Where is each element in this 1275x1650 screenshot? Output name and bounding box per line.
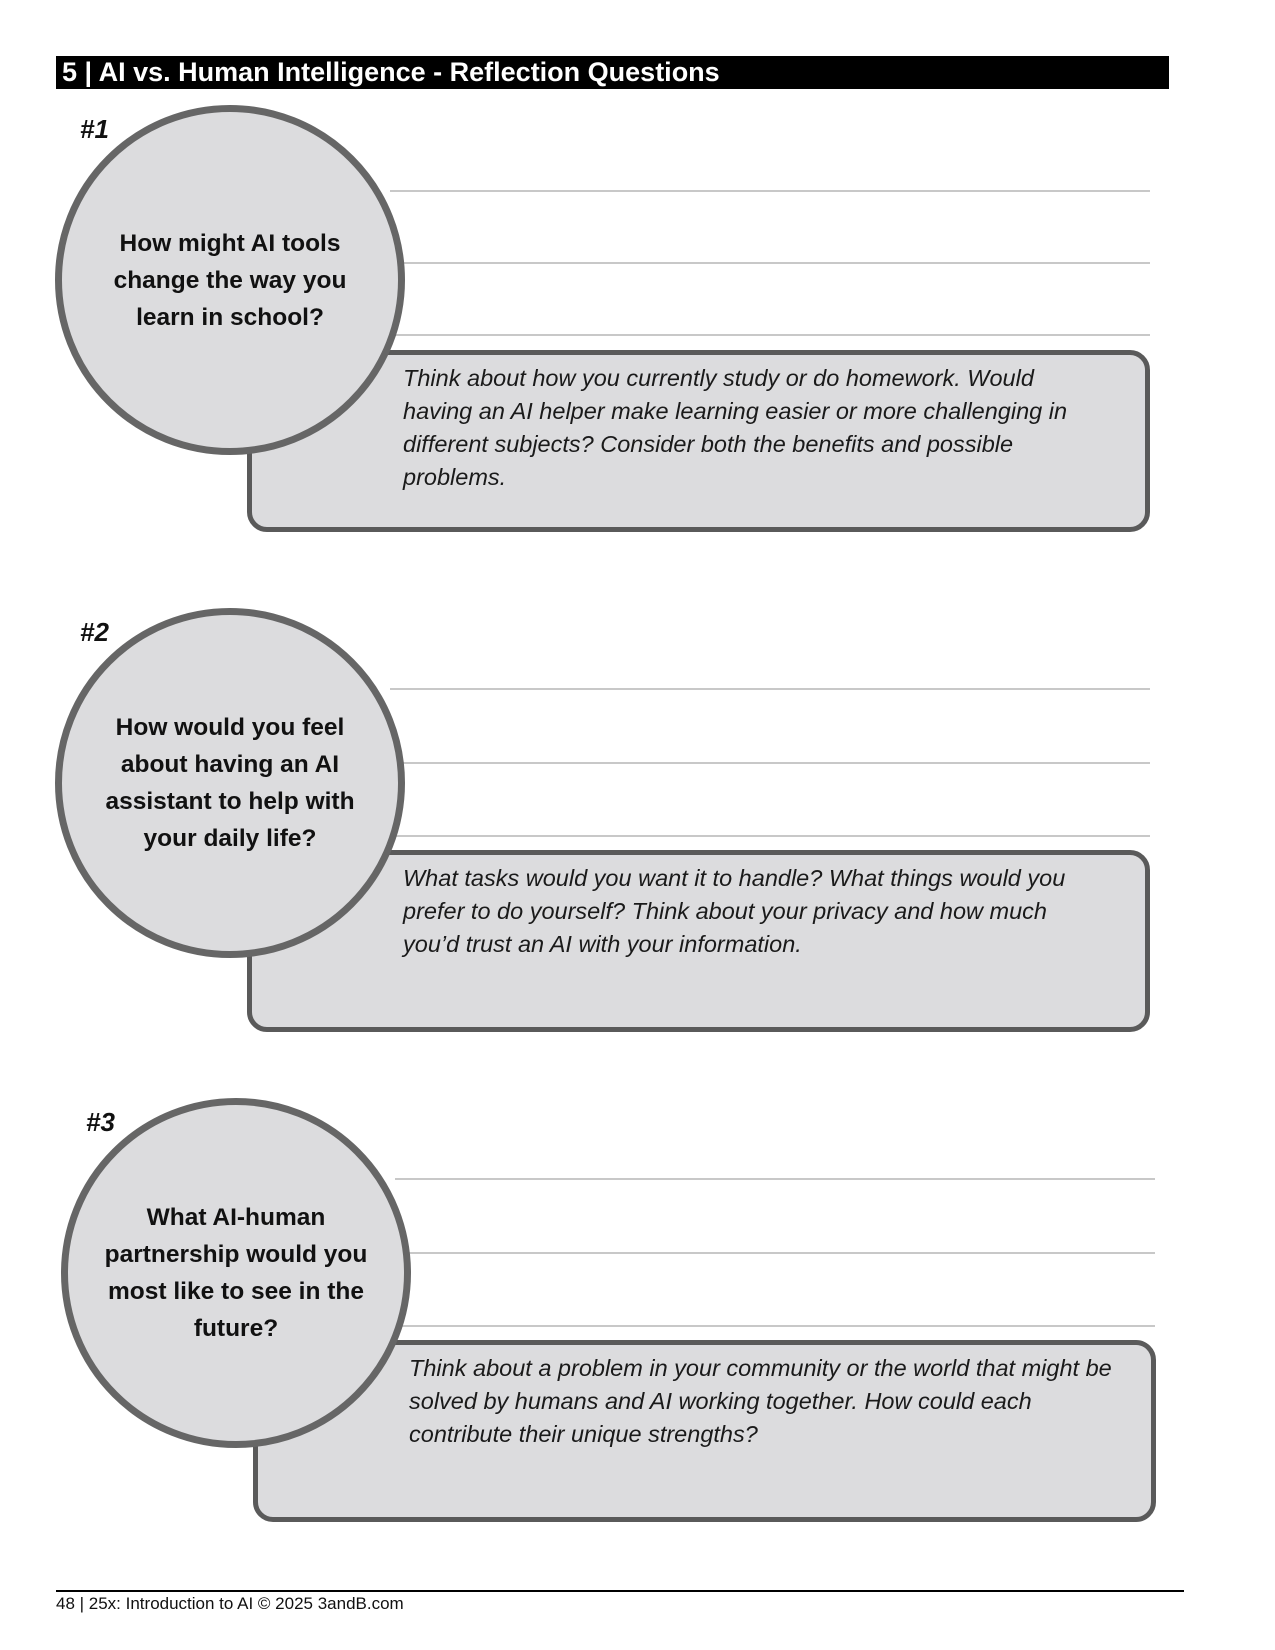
question-section-3: #3 Think about a problem in your communi… <box>0 1090 1275 1530</box>
question-circle: How would you feel about having an AI as… <box>55 608 405 958</box>
question-circle: What AI-human partnership would you most… <box>61 1098 411 1448</box>
hint-text: Think about how you currently study or d… <box>403 365 1068 490</box>
answer-line[interactable] <box>395 1252 1155 1254</box>
hint-text: What tasks would you want it to handle? … <box>403 865 1066 957</box>
footer-divider <box>56 1590 1184 1592</box>
hint-text: Think about a problem in your community … <box>409 1355 1112 1447</box>
question-number: #3 <box>86 1107 115 1137</box>
answer-line[interactable] <box>390 835 1150 837</box>
answer-line[interactable] <box>390 688 1150 690</box>
answer-line[interactable] <box>390 190 1150 192</box>
hint-box <box>247 850 1150 1032</box>
answer-line[interactable] <box>390 334 1150 336</box>
question-number: #2 <box>80 617 109 647</box>
page-footer: 48 | 25x: Introduction to AI © 2025 3and… <box>56 1594 404 1613</box>
answer-line[interactable] <box>390 762 1150 764</box>
question-text: What AI-human partnership would you most… <box>104 1204 368 1342</box>
question-section-1: #1 Think about how you currently study o… <box>0 100 1275 540</box>
hint-box <box>247 350 1150 532</box>
answer-line[interactable] <box>395 1325 1155 1327</box>
answer-line[interactable] <box>395 1178 1155 1180</box>
question-text: How might AI tools change the way you le… <box>113 229 347 331</box>
page-title: 5 | AI vs. Human Intelligence - Reflecti… <box>56 56 1169 89</box>
question-number: #1 <box>80 114 109 144</box>
hint-box <box>253 1340 1156 1522</box>
question-text: How would you feel about having an AI as… <box>105 714 355 852</box>
question-circle: How might AI tools change the way you le… <box>55 105 405 455</box>
answer-line[interactable] <box>390 262 1150 264</box>
question-section-2: #2 What tasks would you want it to handl… <box>0 600 1275 1040</box>
